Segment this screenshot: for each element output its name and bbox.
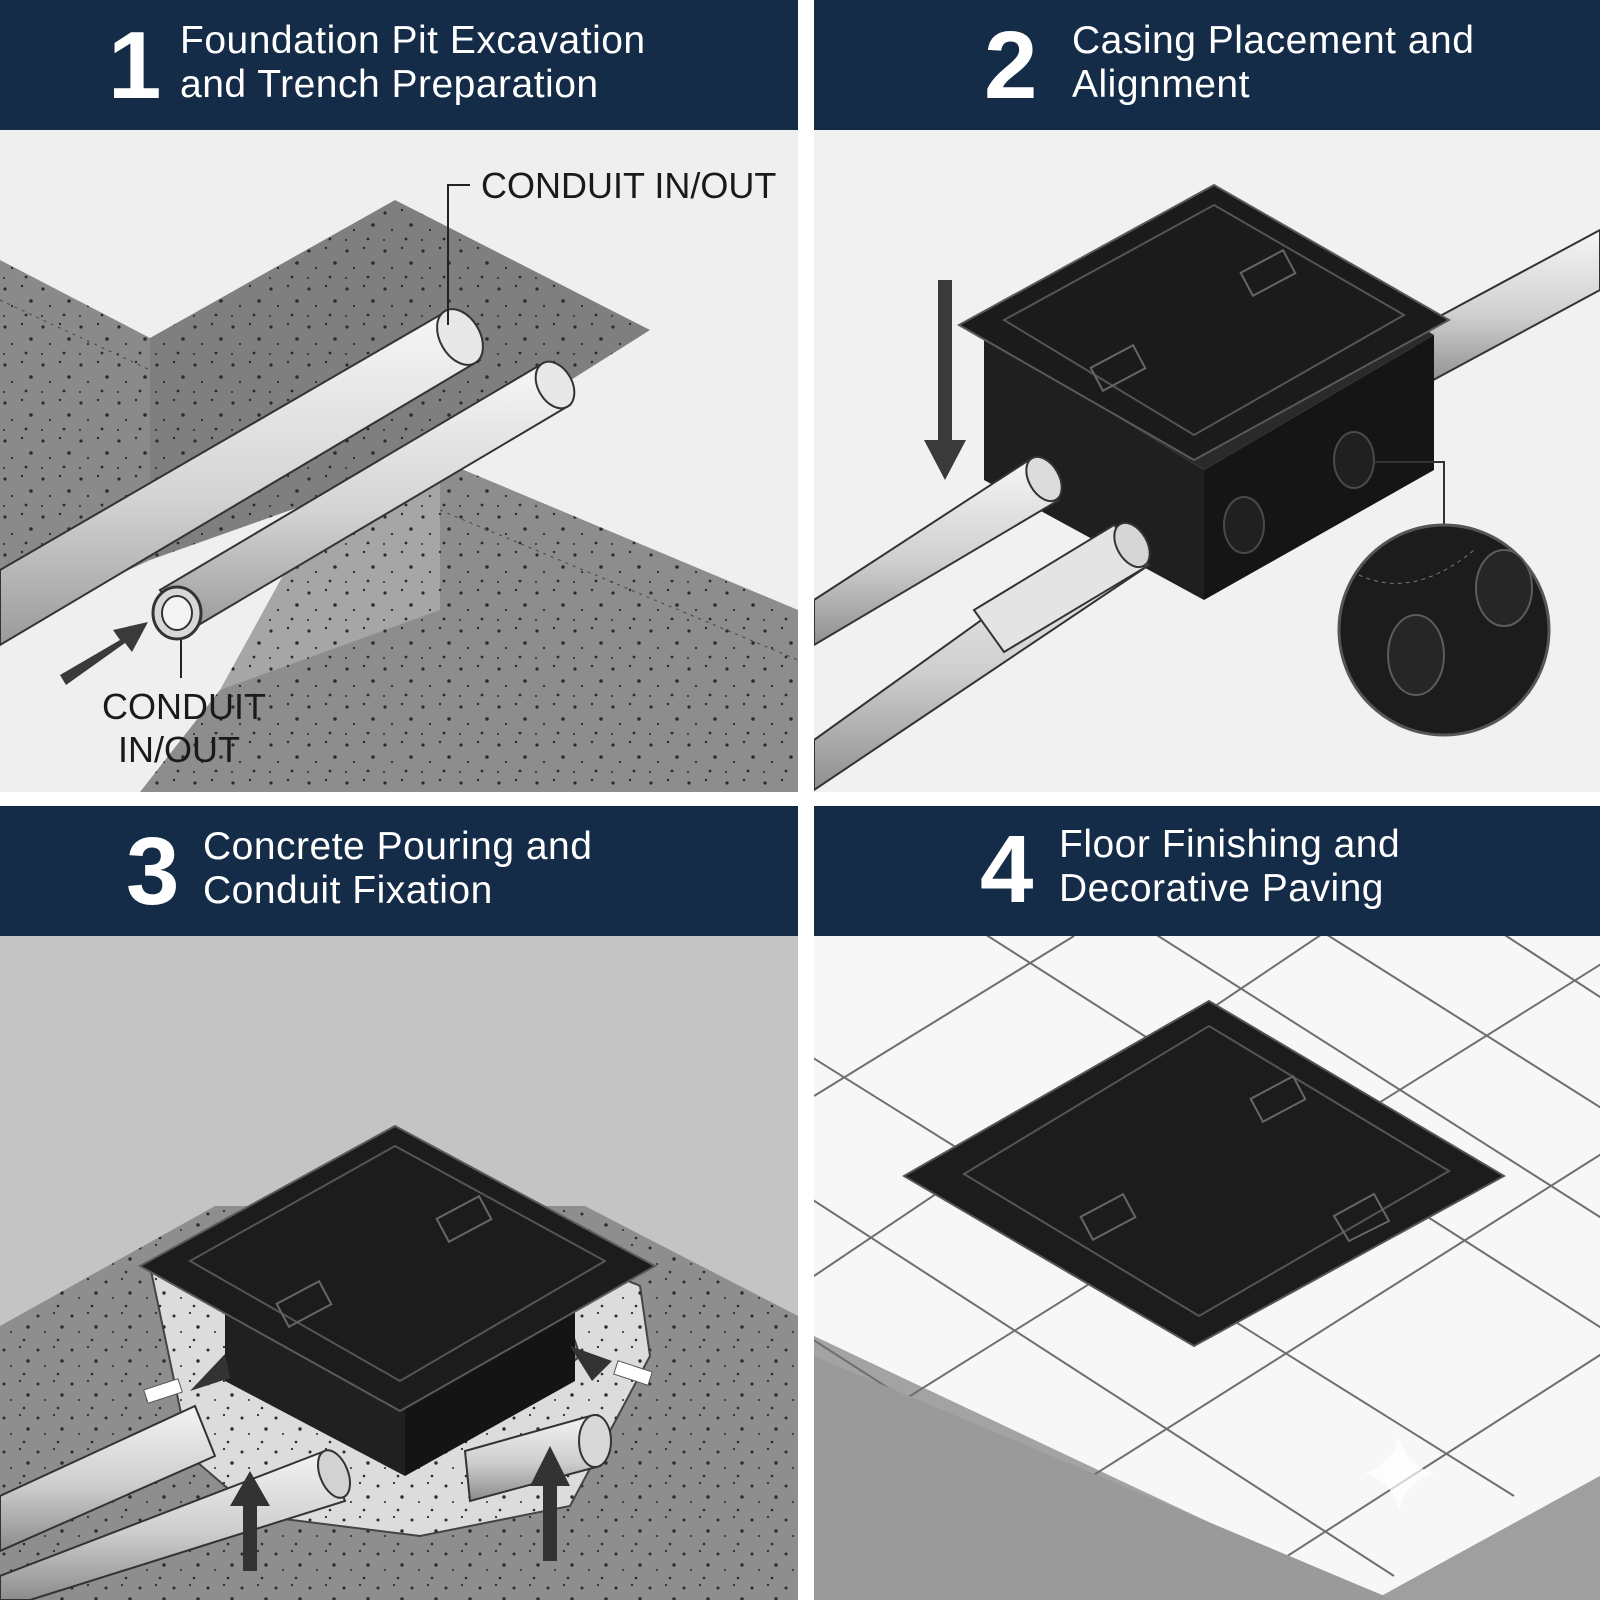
step-2-title-line2: Alignment [1072, 63, 1250, 106]
step-4-number: 4 [980, 816, 1034, 923]
step-3-number: 3 [126, 818, 180, 925]
pour-arrow-right [530, 1446, 570, 1561]
floor-box-casing [137, 1124, 658, 1476]
casing-lid [956, 183, 1452, 462]
conduit-upper [0, 308, 484, 647]
pour-arrow-top-right [570, 1346, 612, 1381]
conduit-left-lower [814, 521, 1151, 792]
step-3-header: 3 Concrete Pouring and Conduit Fixation [0, 806, 798, 936]
conduit-lower [151, 360, 576, 641]
floor-box-lid-installed [902, 999, 1507, 1348]
casing-lid [137, 1124, 658, 1413]
step-3-title: Concrete Pouring and Conduit Fixation [203, 825, 592, 913]
step-2-number: 2 [984, 12, 1038, 119]
step-2-panel: 2 Casing Placement and Alignment [814, 0, 1600, 792]
step-3-illustration [0, 936, 798, 1600]
step-1-title-line2: and Trench Preparation [180, 63, 599, 106]
slab-edge [814, 1356, 1394, 1600]
step-4-title-line2: Decorative Paving [1059, 867, 1384, 910]
zoom-leader [1374, 461, 1445, 525]
step-3-title-line2: Conduit Fixation [203, 869, 493, 912]
conduit-left-upper [814, 455, 1063, 647]
knockout-detail-zoom [1337, 523, 1551, 737]
step-3-panel: 3 Concrete Pouring and Conduit Fixation [0, 806, 798, 1600]
step-4-title-line1: Floor Finishing and [1059, 823, 1401, 866]
conduit-right [463, 1414, 612, 1503]
step-4-header: 4 Floor Finishing and Decorative Paving [814, 806, 1600, 936]
step-4-illustration [814, 936, 1600, 1600]
step-1-title: Foundation Pit Excavation and Trench Pre… [180, 19, 646, 107]
pour-arrow-left [230, 1471, 270, 1571]
step-1-panel: 1 Foundation Pit Excavation and Trench P… [0, 0, 798, 792]
step-1-number: 1 [108, 12, 162, 119]
step-2-illustration [814, 130, 1600, 792]
placement-down-arrow [924, 280, 966, 480]
callout-leader-top [447, 184, 470, 325]
pour-arrow-top-left [190, 1354, 230, 1391]
step-4-title: Floor Finishing and Decorative Paving [1059, 823, 1400, 911]
callout-conduit-bottom-line2: IN/OUT [118, 729, 240, 770]
conduit-entry-arrow [60, 622, 148, 685]
conduit-left-upper [0, 1404, 217, 1553]
step-2-title-line1: Casing Placement and [1072, 19, 1475, 62]
sparkle-icon [1364, 1436, 1434, 1511]
tape-marker-right [613, 1360, 653, 1386]
step-4-panel: 4 Floor Finishing and Decorative Paving [814, 806, 1600, 1600]
tape-marker-left [143, 1378, 183, 1404]
floor-box-casing [956, 183, 1452, 600]
step-2-title: Casing Placement and Alignment [1072, 19, 1474, 107]
step-3-title-line1: Concrete Pouring and [203, 825, 593, 868]
step-1-illustration: CONDUIT IN/OUT CONDUIT IN/OUT [0, 130, 798, 792]
step-1-title-line1: Foundation Pit Excavation [180, 19, 646, 62]
step-2-header: 2 Casing Placement and Alignment [814, 0, 1600, 130]
callout-conduit-top: CONDUIT IN/OUT [481, 165, 776, 206]
callout-conduit-bottom-line1: CONDUIT [102, 686, 266, 727]
step-1-header: 1 Foundation Pit Excavation and Trench P… [0, 0, 798, 130]
